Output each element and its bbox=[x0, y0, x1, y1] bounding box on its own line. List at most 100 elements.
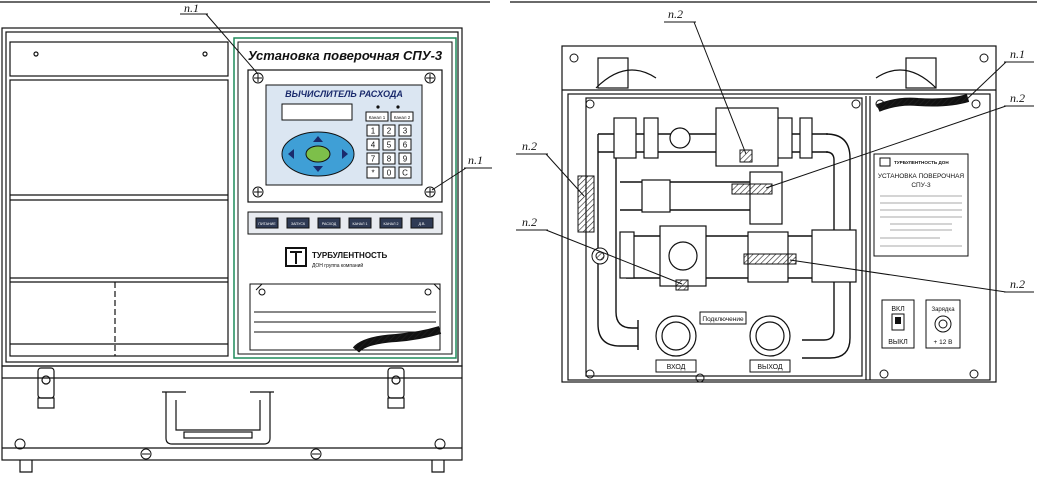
keypad-key-label: 0 bbox=[387, 169, 392, 178]
hatched-insert-2 bbox=[743, 253, 797, 265]
brand-logo: ТУРБУЛЕНТНОСТЬ ДОН группа компаний bbox=[285, 247, 388, 269]
callout-r-p2-left-bottom: п.2 bbox=[516, 215, 683, 285]
carry-handle[interactable] bbox=[165, 392, 271, 445]
strip-button-label: ЗАПУСК bbox=[291, 222, 306, 226]
flow-computer: ВЫЧИСЛИТЕЛЬ РАСХОДА Канал 1 Канал 2 1 2 3 4… bbox=[247, 69, 443, 203]
svg-text:Канал 2: Канал 2 bbox=[394, 115, 411, 120]
keypad-key[interactable] bbox=[382, 166, 396, 179]
keypad-key-label: 1 bbox=[371, 127, 376, 136]
right-cable-coil bbox=[876, 94, 970, 112]
numeric-keypad: 1 2 3 4 5 6 7 8 9 * 0 C bbox=[366, 124, 412, 179]
logo-line-1: ТУРБУЛЕНТНОСТЬ bbox=[312, 251, 388, 260]
plate-title-2: СПУ-3 bbox=[911, 182, 931, 189]
keypad-key-label: 4 bbox=[371, 141, 376, 150]
callout-r-p2-left-top: п.2 bbox=[516, 139, 585, 197]
channel-1-key[interactable] bbox=[365, 111, 389, 122]
keypad-key-label: 6 bbox=[403, 141, 408, 150]
callout-r-p2-bottom-right: п.2 bbox=[789, 259, 1034, 293]
keypad-key[interactable] bbox=[382, 152, 396, 165]
connection-label: Подключение bbox=[702, 316, 744, 323]
strip-button[interactable] bbox=[379, 217, 403, 229]
keypad-key[interactable] bbox=[366, 138, 380, 151]
callout-r-p2-mid: п.2 bbox=[765, 91, 1034, 189]
strip-button-label: ПИТАНИЕ bbox=[258, 222, 276, 226]
keypad-key-label: 7 bbox=[371, 155, 376, 164]
strip-button[interactable] bbox=[317, 217, 341, 229]
port-out-label: ВЫХОД bbox=[757, 364, 783, 371]
case-body bbox=[1, 365, 463, 473]
svg-text:п.2: п.2 bbox=[1010, 277, 1025, 291]
strip-button[interactable] bbox=[348, 217, 372, 229]
keypad-key-label: C bbox=[402, 169, 408, 178]
fittings bbox=[613, 107, 857, 287]
callout-r-p2-top: п.2 bbox=[664, 7, 747, 155]
instrument-panel bbox=[233, 37, 457, 359]
keypad-key-label: * bbox=[371, 169, 374, 178]
nameplate: ТУРБУЛЕНТНОСТЬ ДОН УСТАНОВКА ПОВЕРОЧНАЯ … bbox=[873, 153, 969, 257]
logo-line-2: ДОН группа компаний bbox=[312, 262, 363, 269]
hatched-seal bbox=[739, 149, 753, 163]
svg-text:п.1: п.1 bbox=[184, 1, 199, 15]
svg-text:ТУРБУЛЕНТНОСТЬ ДОН: ТУРБУЛЕНТНОСТЬ ДОН bbox=[894, 160, 949, 165]
printer-drawer bbox=[249, 283, 441, 351]
arrow-left-icon[interactable] bbox=[288, 149, 294, 159]
direction-pad[interactable] bbox=[281, 131, 355, 177]
computer-title: ВЫЧИСЛИТЕЛЬ РАСХОДА bbox=[285, 89, 403, 99]
panel-title: Установка поверочная СПУ-3 bbox=[248, 48, 443, 63]
lcd-display bbox=[281, 103, 353, 121]
keypad-key[interactable] bbox=[398, 152, 412, 165]
channel-2-key[interactable] bbox=[390, 111, 414, 122]
svg-text:п.2: п.2 bbox=[668, 7, 683, 21]
keypad-key[interactable] bbox=[398, 124, 412, 137]
cable-coil bbox=[352, 326, 442, 353]
port-in-label: ВХОД bbox=[667, 364, 686, 371]
right-case-view bbox=[561, 45, 997, 383]
keypad-key[interactable] bbox=[366, 124, 380, 137]
keypad-key[interactable] bbox=[398, 166, 412, 179]
keypad-key-label: 8 bbox=[387, 155, 392, 164]
power-switch[interactable]: ВКЛ ВЫКЛ bbox=[881, 299, 915, 349]
callout-p1-top: п.1 bbox=[180, 1, 259, 75]
svg-text:п.2: п.2 bbox=[522, 215, 537, 229]
strip-button-label: Д.В. bbox=[419, 222, 426, 226]
keypad-key[interactable] bbox=[398, 138, 412, 151]
case-lid bbox=[1, 27, 463, 367]
keypad-key-label: 9 bbox=[403, 155, 408, 164]
hatched-cable bbox=[577, 175, 595, 233]
switch-off-label: ВЫКЛ bbox=[888, 339, 908, 346]
keypad-key-label: 2 bbox=[387, 127, 392, 136]
svg-text:п.1: п.1 bbox=[1010, 47, 1025, 61]
connector-top-label: Зарядка bbox=[931, 307, 955, 313]
keypad-key-label: 5 bbox=[387, 141, 392, 150]
svg-text:п.2: п.2 bbox=[522, 139, 537, 153]
svg-text:п.1: п.1 bbox=[468, 153, 483, 167]
outlet-port bbox=[749, 315, 791, 357]
connector-bottom-label: + 12 В bbox=[934, 339, 953, 346]
switch-on-label: ВКЛ bbox=[891, 306, 905, 313]
keypad-key[interactable] bbox=[366, 166, 380, 179]
arrow-right-icon[interactable] bbox=[342, 149, 348, 159]
callout-p1-right: п.1 bbox=[431, 153, 492, 191]
hatched-insert-1 bbox=[731, 183, 773, 195]
strip-button-label: КАНАЛ 2 bbox=[384, 222, 399, 226]
charger-connector[interactable]: Зарядка + 12 В bbox=[925, 299, 961, 349]
top-shelf bbox=[9, 41, 229, 77]
strip-button-label: РАСХОД bbox=[322, 222, 337, 226]
keypad-key-label: 3 bbox=[403, 127, 408, 136]
arrow-down-icon[interactable] bbox=[313, 166, 323, 172]
keypad-key[interactable] bbox=[382, 138, 396, 151]
plate-title-1: УСТАНОВКА ПОВЕРОЧНАЯ bbox=[878, 173, 965, 180]
strip-button[interactable] bbox=[255, 217, 279, 229]
hatched-seal-2 bbox=[675, 279, 689, 291]
arrow-up-icon[interactable] bbox=[313, 136, 323, 142]
strip-button[interactable] bbox=[410, 217, 434, 229]
keypad-key[interactable] bbox=[366, 152, 380, 165]
keypad-key[interactable] bbox=[382, 124, 396, 137]
svg-text:п.2: п.2 bbox=[1010, 91, 1025, 105]
storage-compartment bbox=[9, 79, 229, 357]
strip-button-label: КАНАЛ 1 bbox=[353, 222, 368, 226]
strip-button[interactable] bbox=[286, 217, 310, 229]
svg-text:Канал 1: Канал 1 bbox=[369, 115, 386, 120]
callout-r-p1: п.1 bbox=[965, 47, 1034, 101]
